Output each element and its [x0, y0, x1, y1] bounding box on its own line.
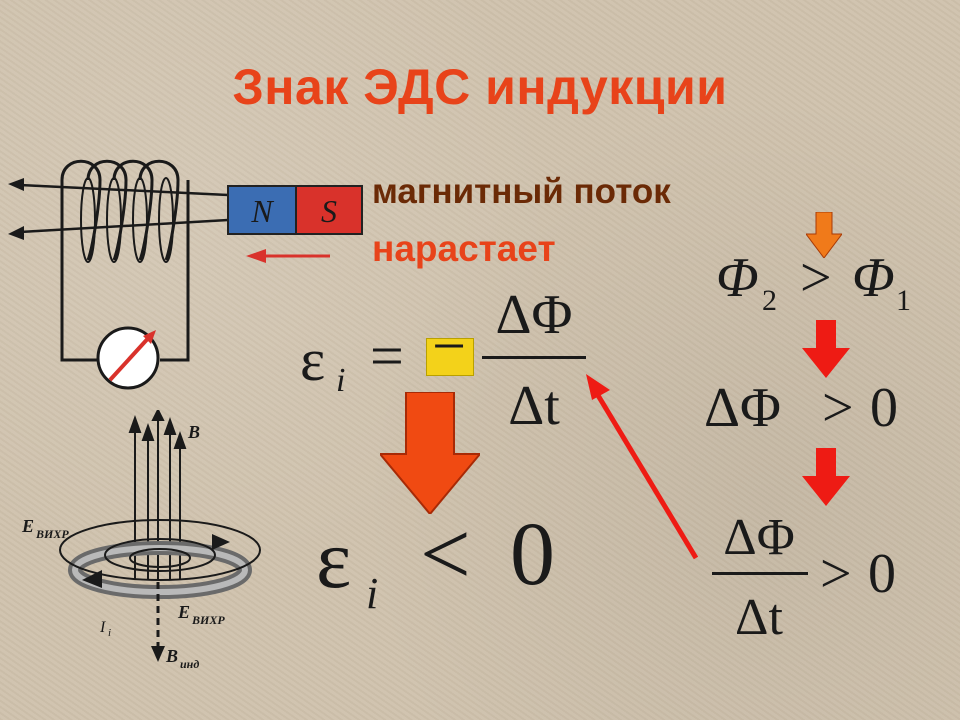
field-lines — [19, 183, 229, 234]
result-relation: < — [420, 505, 471, 604]
eddy-arrow-icon — [212, 534, 230, 550]
minus-sign: − — [432, 313, 466, 379]
chain-arrow-3-icon — [802, 448, 850, 506]
result-emf-subscript: i — [366, 569, 379, 618]
galvanometer — [96, 326, 160, 390]
pointer-arrow-icon — [586, 374, 699, 560]
equals-sign: = — [370, 323, 404, 389]
b-induced-line — [151, 582, 165, 662]
coil — [60, 159, 180, 263]
caption-increasing: нарастает — [372, 228, 556, 269]
eddy-arrow-icon — [82, 570, 102, 588]
fraction-denominator: Δt — [508, 375, 560, 437]
b-field-lines — [128, 410, 187, 580]
minus-highlight — [426, 338, 474, 376]
magnet-north-label: N — [250, 193, 274, 229]
fraction-numerator: ΔΦ — [495, 284, 573, 346]
current-label: I — [99, 619, 106, 636]
e-top-label: E — [21, 516, 34, 536]
phi1-symbol: Φ — [852, 247, 895, 309]
step3-numerator: ΔΦ — [723, 509, 795, 566]
chain-arrow-1-icon — [806, 212, 842, 258]
step2-relation: > — [822, 377, 854, 439]
step3-right: 0 — [868, 543, 896, 605]
step1-relation: > — [800, 247, 832, 309]
circuit-wires — [60, 180, 190, 362]
emf-subscript: i — [336, 362, 346, 399]
step3-fraction-bar — [712, 572, 808, 575]
conducting-ring — [59, 519, 261, 599]
phi2-symbol: Φ — [716, 247, 759, 309]
result-emf-symbol: ε — [316, 513, 352, 606]
chain-arrow-2-icon — [802, 320, 850, 378]
step3-denominator: Δt — [735, 589, 783, 646]
current-sub: i — [108, 627, 111, 639]
emf-symbol: ε — [300, 327, 326, 393]
e-bottom-label: E — [177, 602, 190, 622]
step2-left: ΔΦ — [704, 377, 781, 439]
caption-flux: магнитный поток — [372, 172, 671, 211]
fraction-bar — [482, 356, 586, 359]
coil-magnet-diagram: N S — [8, 159, 363, 390]
phi1-subscript: 1 — [896, 284, 911, 317]
bar-magnet: N S — [227, 185, 363, 235]
field-arrow-icon — [8, 226, 24, 240]
phi2-subscript: 2 — [762, 284, 777, 317]
implies-arrow-icon — [380, 392, 480, 514]
e-bottom-sub: ВИХР — [191, 613, 225, 627]
ring-field-diagram: B E ВИХР I i E ВИХР B инд — [21, 410, 261, 671]
motion-arrow-icon — [246, 249, 330, 263]
magnet-south-label: S — [321, 193, 337, 229]
step2-right: 0 — [870, 377, 898, 439]
result-value: 0 — [510, 505, 555, 604]
step3-relation: > — [820, 543, 852, 605]
slide-title: Знак ЭДС индукции — [232, 59, 728, 115]
b-ind-label: B — [165, 646, 178, 666]
field-arrow-icon — [8, 178, 24, 191]
b-ind-sub: инд — [180, 657, 199, 671]
e-top-sub: ВИХР — [35, 527, 69, 541]
b-label: B — [187, 422, 200, 442]
